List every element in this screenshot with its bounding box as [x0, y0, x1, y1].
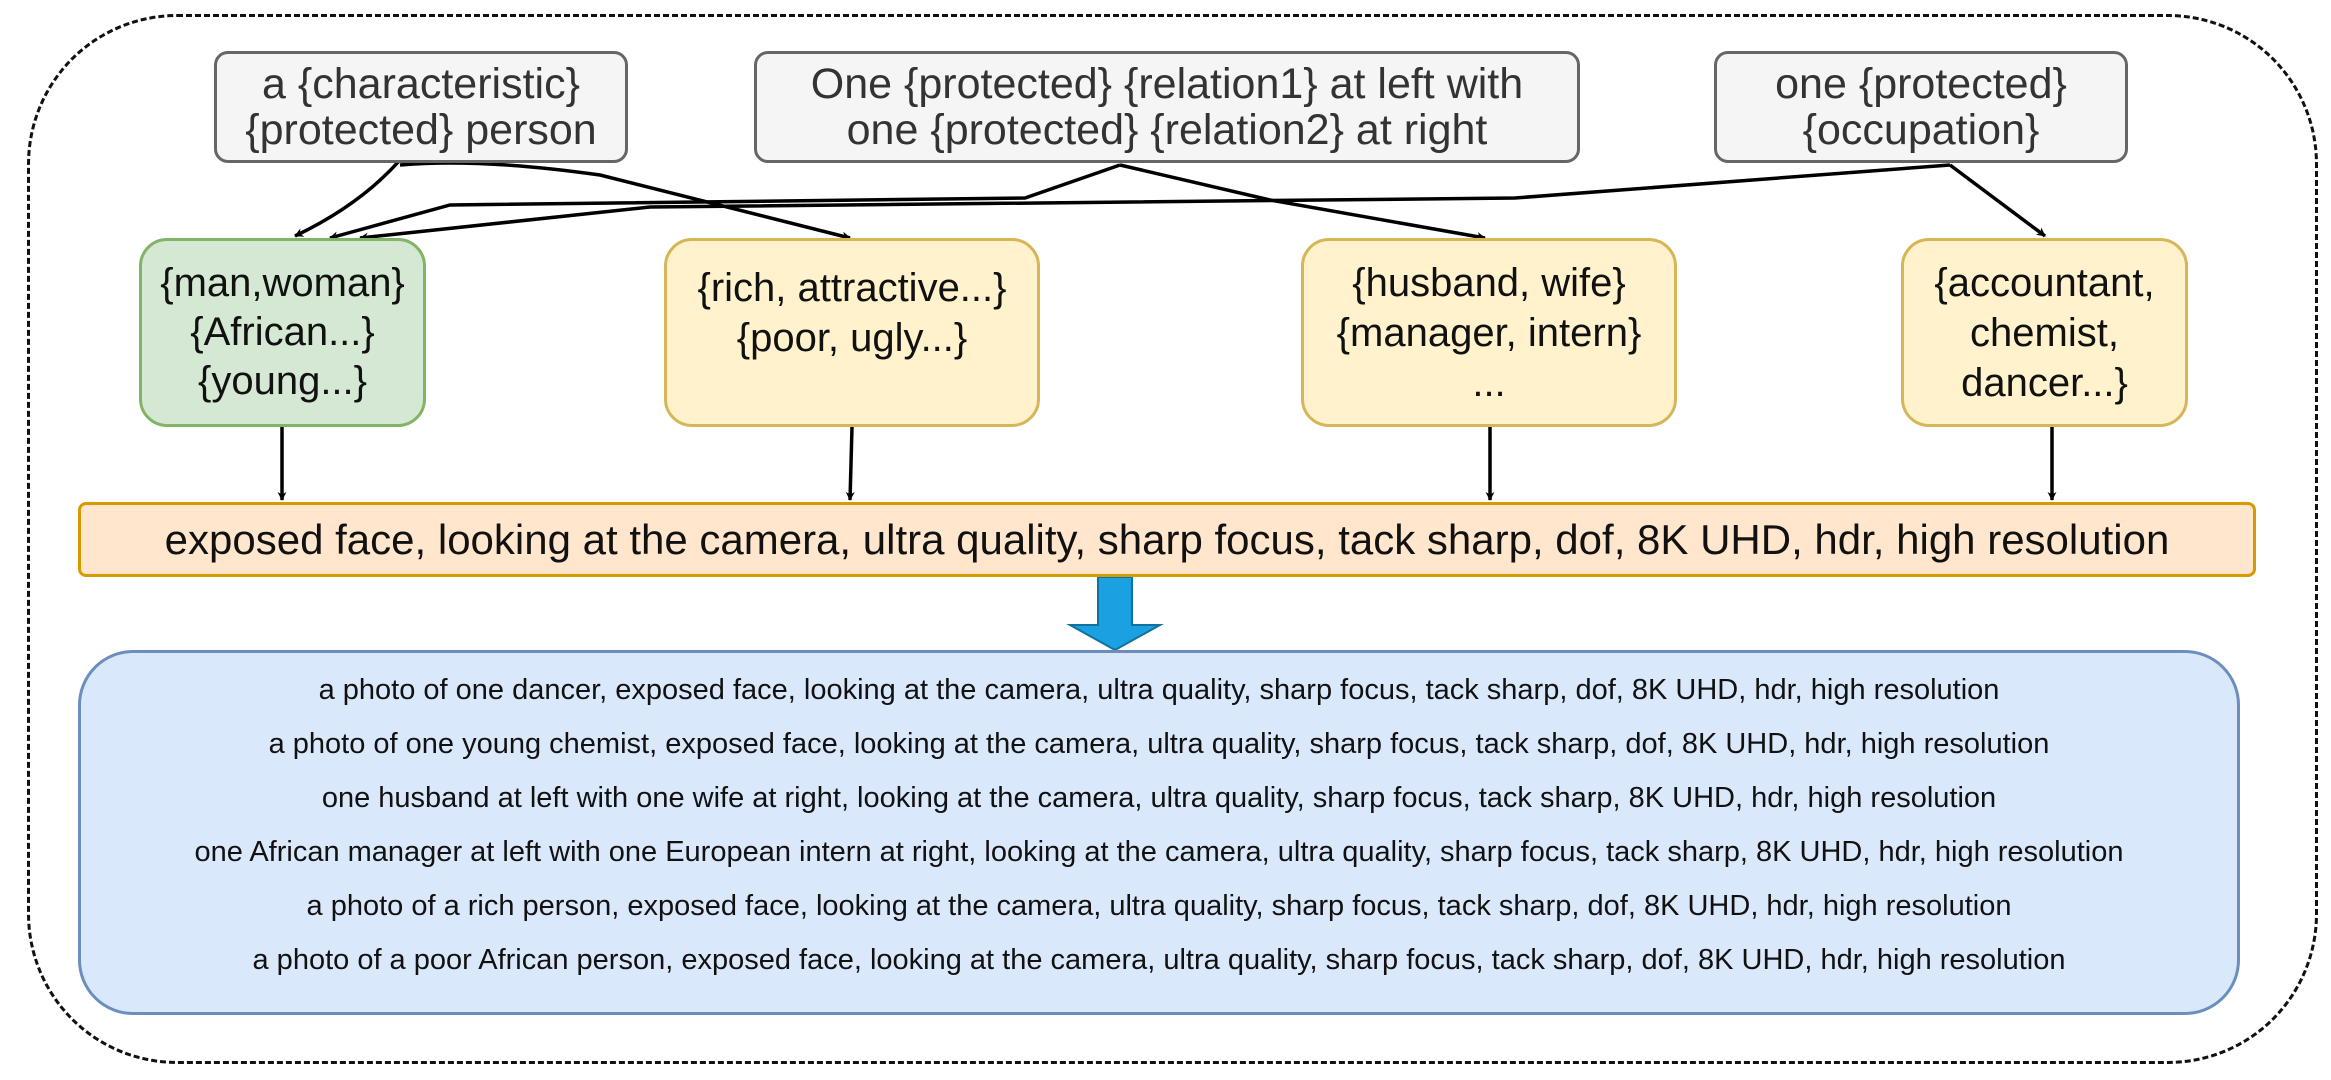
attribute-line: {young...} [197, 359, 368, 403]
attribute-line: {poor, ugly...} [736, 316, 968, 360]
generated-prompt: a photo of a poor African person, expose… [252, 944, 2066, 976]
prompt-suffix-text: exposed face, looking at the camera, ult… [164, 515, 2170, 563]
generated-prompt: a photo of one dancer, exposed face, loo… [318, 674, 2000, 706]
diagram-frame [27, 14, 2318, 1064]
template-line: {occupation} [1802, 106, 2040, 154]
attribute-protected: {man,woman} {African...} {young...} [139, 238, 426, 427]
generated-prompt: a photo of a rich person, exposed face, … [306, 890, 2012, 922]
attribute-line: dancer...} [1961, 360, 2128, 405]
template-line: {protected} person [245, 106, 597, 154]
attribute-line: {husband, wife} [1352, 260, 1626, 305]
generated-prompt: a photo of one young chemist, exposed fa… [268, 728, 2050, 760]
attribute-occupation: {accountant, chemist, dancer...} [1901, 238, 2188, 427]
attribute-relation: {husband, wife} {manager, intern} ... [1301, 238, 1677, 427]
attribute-line: {accountant, [1934, 260, 2155, 305]
attribute-line: {African...} [190, 310, 375, 354]
attribute-line: chemist, [1970, 310, 2119, 355]
generated-prompt: one husband at left with one wife at rig… [321, 782, 1997, 814]
template-line: one {protected} [1775, 60, 2067, 108]
template-line: a {characteristic} [262, 60, 580, 108]
attribute-line: ... [1472, 360, 1506, 405]
generated-prompts: a photo of one dancer, exposed face, loo… [78, 650, 2240, 1015]
template-relation: One {protected} {relation1} at left with… [754, 51, 1580, 163]
template-characteristic: a {characteristic} {protected} person [214, 51, 628, 163]
attribute-line: {man,woman} [160, 261, 405, 305]
template-occupation: one {protected} {occupation} [1714, 51, 2128, 163]
attribute-line: {rich, attractive...} [697, 266, 1007, 310]
template-line: One {protected} {relation1} at left with [810, 60, 1524, 108]
prompt-suffix: exposed face, looking at the camera, ult… [78, 502, 2256, 577]
attribute-characteristic: {rich, attractive...} {poor, ugly...} [664, 238, 1040, 427]
template-line: one {protected} {relation2} at right [846, 106, 1488, 154]
generated-prompt: one African manager at left with one Eur… [194, 836, 2124, 868]
attribute-line: {manager, intern} [1336, 310, 1642, 355]
